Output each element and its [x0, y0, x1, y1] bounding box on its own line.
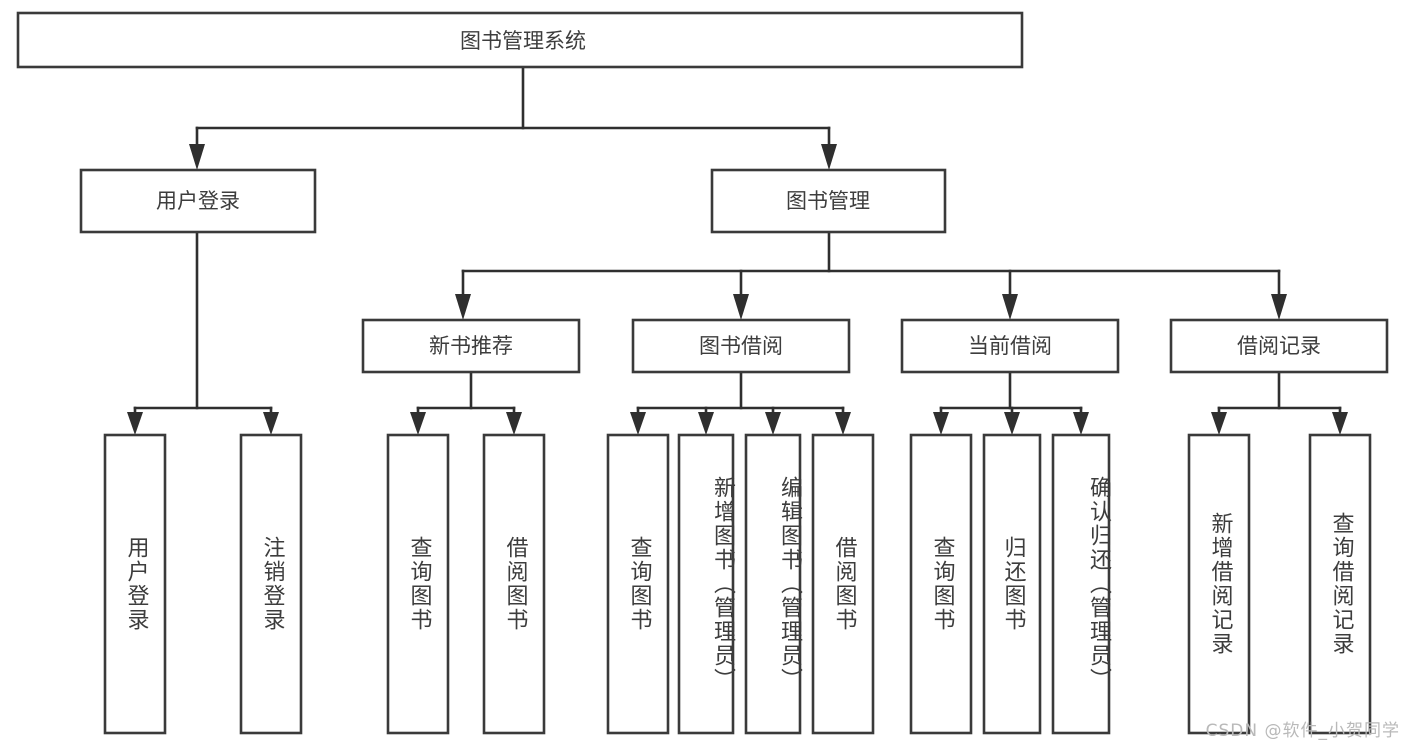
arrow-to-leaf-return-book [1004, 412, 1020, 435]
csdn-watermark: CSDN @软件_小贺同学 [1205, 721, 1400, 741]
node-book-borrow[interactable]: 图书借阅 [631, 318, 851, 374]
connector-group-user-login [127, 230, 279, 435]
connector-group-new-book-rec [410, 370, 522, 435]
arrow-to-leaf-query-record [1332, 412, 1348, 435]
arrow-to-leaf-edit-book [765, 412, 781, 435]
node-leaf-query-record-box[interactable] [1308, 433, 1372, 735]
node-leaf-add-record-box[interactable] [1187, 433, 1251, 735]
connector-group-root [189, 65, 837, 170]
node-user-login-label: 用户登录 [156, 189, 240, 213]
arrow-to-leaf-borrow-book-rec [506, 412, 522, 435]
node-leaf-logout-box[interactable] [239, 433, 303, 735]
node-current-borrow-label: 当前借阅 [968, 334, 1052, 358]
arrow-to-book-borrow [733, 294, 749, 320]
arrow-to-leaf-logout [263, 412, 279, 435]
node-leaf-query-book-current-box[interactable] [909, 433, 973, 735]
node-borrow-record-box[interactable] [1169, 318, 1389, 374]
node-leaf-confirm-return-box[interactable] [1051, 433, 1111, 735]
arrow-to-leaf-confirm-return [1073, 412, 1089, 435]
arrow-to-borrow-record [1271, 294, 1287, 320]
node-user-login[interactable]: 用户登录 [79, 168, 317, 234]
arrow-root-to-book-manage [821, 144, 837, 170]
node-root-box[interactable] [16, 11, 1024, 69]
node-leaf-user-login-box[interactable] [103, 433, 167, 735]
node-leaf-borrow-book-rec-box[interactable] [482, 433, 546, 735]
node-new-book-rec-label: 新书推荐 [429, 334, 513, 358]
arrow-to-leaf-user-login [127, 412, 143, 435]
arrow-to-new-book-rec [455, 294, 471, 320]
connector-group-borrow-record [1211, 370, 1348, 435]
arrow-to-leaf-query-book-current [933, 412, 949, 435]
node-leaf-query-book-rec-box[interactable] [386, 433, 450, 735]
node-leaf-query-book-borrow-box[interactable] [606, 433, 670, 735]
node-book-manage[interactable]: 图书管理 [710, 168, 947, 234]
node-book-borrow-label: 图书借阅 [699, 334, 783, 358]
arrow-to-leaf-query-book-borrow [630, 412, 646, 435]
node-book-manage-box[interactable] [710, 168, 947, 234]
node-current-borrow-box[interactable] [900, 318, 1120, 374]
node-current-borrow[interactable]: 当前借阅 [900, 318, 1120, 374]
arrow-to-leaf-query-book-rec [410, 412, 426, 435]
node-user-login-box[interactable] [79, 168, 317, 234]
node-borrow-record[interactable]: 借阅记录 [1169, 318, 1389, 374]
node-leaf-borrow-book-box[interactable] [811, 433, 875, 735]
leaf-boxes [103, 433, 1372, 735]
arrow-to-leaf-borrow-book [835, 412, 851, 435]
node-leaf-add-book-box[interactable] [677, 433, 735, 735]
connector-group-book-borrow [630, 370, 851, 435]
node-new-book-rec[interactable]: 新书推荐 [361, 318, 581, 374]
node-root[interactable]: 图书管理系统 [16, 11, 1024, 69]
node-new-book-rec-box[interactable] [361, 318, 581, 374]
connector-group-current-borrow [933, 370, 1089, 435]
node-book-borrow-box[interactable] [631, 318, 851, 374]
connector-group-book-manage [455, 230, 1287, 320]
node-leaf-edit-book-box[interactable] [744, 433, 802, 735]
node-borrow-record-label: 借阅记录 [1237, 334, 1321, 358]
node-leaf-return-book-box[interactable] [982, 433, 1042, 735]
node-book-manage-label: 图书管理 [786, 189, 870, 213]
arrow-to-leaf-add-record [1211, 412, 1227, 435]
node-root-label: 图书管理系统 [460, 29, 586, 53]
arrow-to-leaf-add-book [698, 412, 714, 435]
arrow-to-current-borrow [1002, 294, 1018, 320]
arrow-root-to-user-login [189, 144, 205, 170]
